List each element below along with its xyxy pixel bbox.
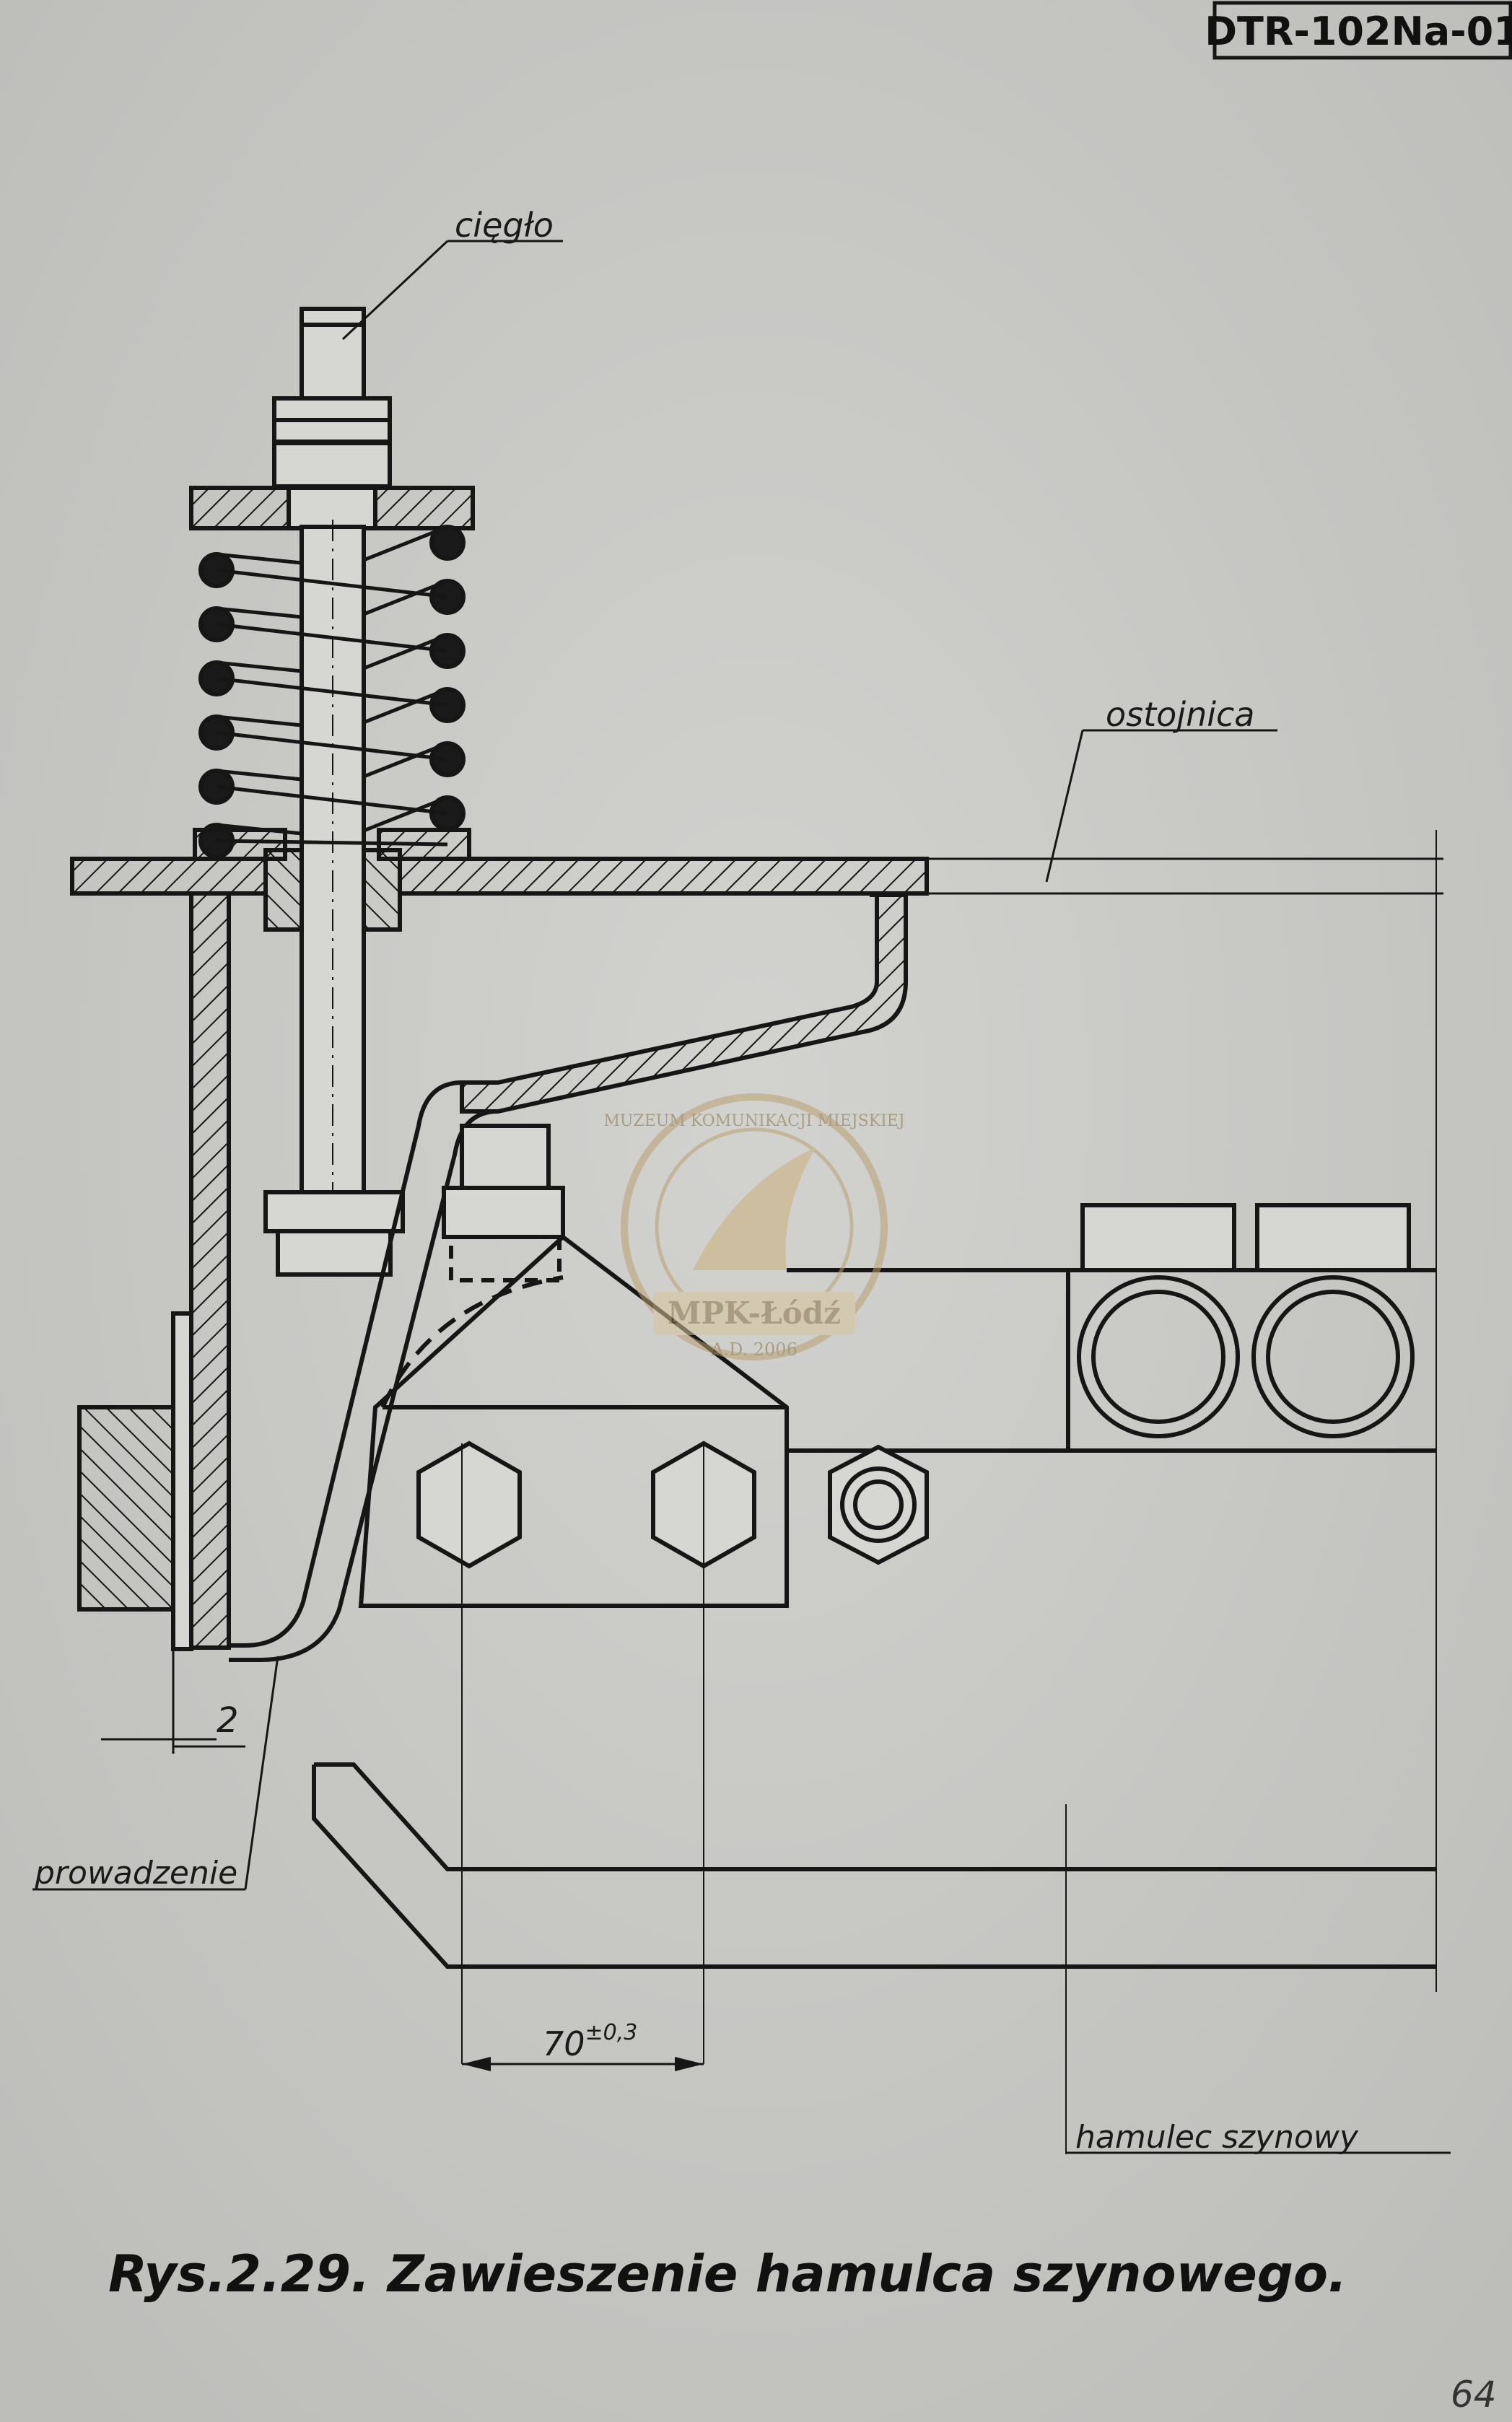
- page-number: 64: [1451, 2374, 1497, 2416]
- label-side-member: ostojnica: [1045, 695, 1277, 883]
- stamp-name: MPK-Łódź: [668, 1295, 841, 1331]
- document-code: DTR-102Na-01: [1205, 9, 1512, 54]
- spring-tie-rod-assembly: [189, 307, 475, 1277]
- label-rail-brake: hamulec szynowy: [1066, 2119, 1451, 2156]
- dimension-gap-value: 2: [217, 1700, 239, 1741]
- figure-caption: Rys.2.29. Zawieszenie hamulca szynowego.: [108, 2244, 1347, 2304]
- dimension-spacing-tolerance: ±0,3: [585, 2020, 638, 2045]
- bracket-bolt: [442, 1124, 565, 1282]
- guide-bar: [229, 1080, 499, 1662]
- label-rail-brake-text: hamulec szynowy: [1075, 2119, 1359, 2156]
- label-guide: prowadzenie: [32, 1656, 279, 1892]
- dimension-spacing-value: 70±0,3: [543, 2020, 637, 2063]
- label-side-member-text: ostojnica: [1106, 695, 1254, 734]
- side-member-plate: [70, 857, 1443, 1650]
- museum-stamp: MPK-Łódź A.D. 2006 MUZEUM KOMUNIKACJI MI…: [603, 1093, 905, 1360]
- dimension-gap: 2: [101, 1638, 245, 1754]
- stamp-year: A.D. 2006: [710, 1339, 797, 1360]
- left-wear-block: [77, 1311, 193, 1651]
- spring-coils: [198, 525, 466, 859]
- dimension-spacing-number: 70: [543, 2024, 585, 2063]
- dimension-spacing: 70±0,3: [462, 2020, 704, 2071]
- label-tie-rod: cięgło: [341, 206, 563, 341]
- stamp-arc-text: MUZEUM KOMUNIKACJI MIEJSKIEJ: [603, 1112, 904, 1130]
- rail-brake-body: [312, 830, 1437, 2154]
- label-tie-rod-text: cięgło: [455, 206, 554, 245]
- label-guide-text: prowadzenie: [34, 1855, 237, 1892]
- document-code-box: DTR-102Na-01: [1205, 1, 1512, 60]
